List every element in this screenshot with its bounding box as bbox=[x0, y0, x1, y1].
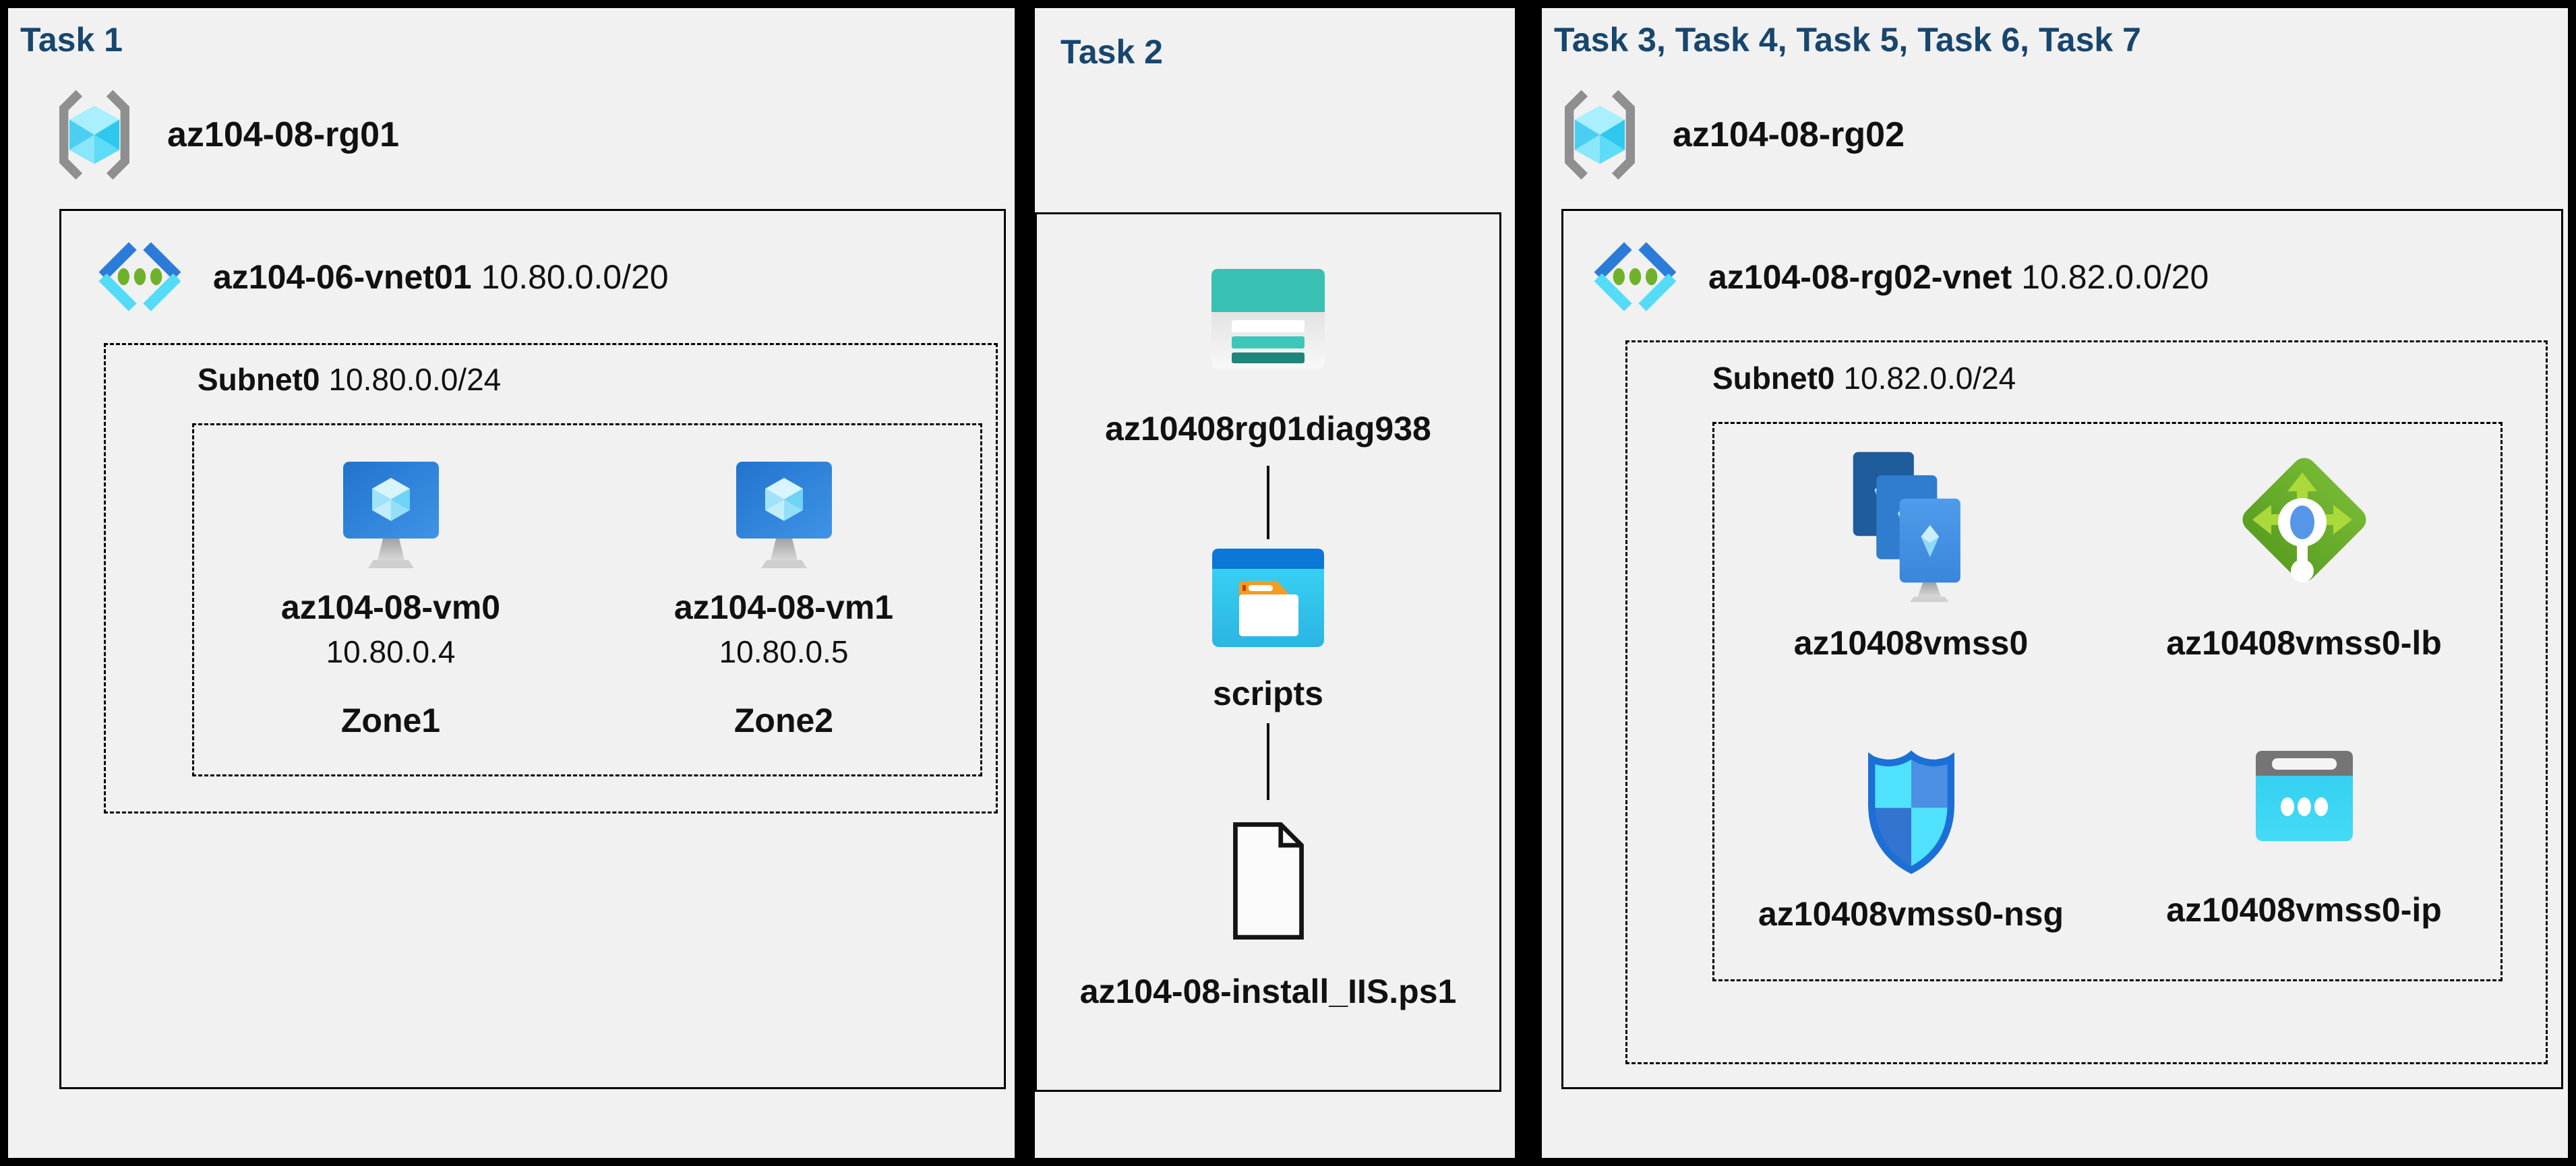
subnet-name: Subnet0 bbox=[198, 362, 320, 397]
public-ip-icon bbox=[2254, 749, 2355, 843]
storage-chain: az10408rg01diag938 scripts az104-08-inst… bbox=[1037, 214, 1499, 1090]
resource-group-label: az104-08-rg02 bbox=[1673, 115, 1905, 154]
vm-zone: Zone2 bbox=[733, 702, 834, 739]
resource-group-label: az104-08-rg01 bbox=[167, 115, 399, 154]
resource-label: az10408vmss0-ip bbox=[2166, 891, 2442, 929]
virtual-network-icon bbox=[91, 241, 189, 313]
load-balancer-icon bbox=[2227, 447, 2382, 594]
resource-item-load-balancer: az10408vmss0-lb bbox=[2107, 424, 2500, 702]
file-icon bbox=[1226, 817, 1311, 945]
storage-box: az10408rg01diag938 scripts az104-08-inst… bbox=[1035, 212, 1501, 1092]
vm-item: az104-08-vm1 10.80.0.5 Zone2 bbox=[587, 425, 980, 774]
panel-title: Task 3, Task 4, Task 5, Task 6, Task 7 bbox=[1554, 21, 2141, 59]
panel-task3-7: Task 3, Task 4, Task 5, Task 6, Task 7 a… bbox=[1542, 8, 2568, 1158]
resource-item-nsg: az10408vmss0-nsg bbox=[1714, 702, 2107, 979]
subnet-cidr: 10.80.0.0/24 bbox=[328, 362, 502, 397]
resource-group-icon bbox=[47, 88, 142, 182]
storage-account-label: az10408rg01diag938 bbox=[1105, 410, 1431, 448]
virtual-machine-icon bbox=[733, 459, 835, 570]
vm-ip: 10.80.0.4 bbox=[326, 634, 456, 669]
vm-zone: Zone1 bbox=[340, 702, 441, 739]
resource-label: az10408vmss0-lb bbox=[2166, 624, 2442, 662]
connector-line bbox=[1267, 723, 1269, 800]
folder-icon bbox=[1211, 547, 1325, 648]
panel-task2: Task 2 az10408rg01diag938 scripts az104-… bbox=[1035, 8, 1515, 1158]
resource-group-row: az104-08-rg02 bbox=[1553, 88, 1905, 182]
vm-name: az104-08-vm1 bbox=[673, 588, 894, 626]
vnet-name: az104-08-rg02-vnet bbox=[1708, 257, 2012, 296]
folder-label: scripts bbox=[1213, 675, 1323, 712]
vm-group-box: az104-08-vm0 10.80.0.4 Zone1 az104-08-vm… bbox=[192, 423, 982, 776]
resource-item-public-ip: az10408vmss0-ip bbox=[2107, 702, 2500, 979]
panel-title: Task 1 bbox=[20, 21, 123, 59]
storage-account-icon bbox=[1210, 268, 1326, 370]
resources-grid: az10408vmss0 az10408vmss0-lb az10408vmss… bbox=[1712, 422, 2503, 981]
vnet-cidr: 10.80.0.0/20 bbox=[481, 257, 669, 296]
network-security-group-icon bbox=[1861, 749, 1962, 881]
resource-item-vmss: az10408vmss0 bbox=[1714, 424, 2107, 702]
connector-line bbox=[1267, 466, 1269, 539]
vnet-cidr: 10.82.0.0/20 bbox=[2021, 257, 2209, 296]
resource-label: az10408vmss0 bbox=[1793, 624, 2029, 662]
subnet-name: Subnet0 bbox=[1712, 361, 1835, 396]
vm-item: az104-08-vm0 10.80.0.4 Zone1 bbox=[194, 425, 587, 774]
vnet-name: az104-06-vnet01 bbox=[213, 257, 472, 296]
resource-label: az10408vmss0-nsg bbox=[1758, 895, 2064, 933]
vm-scale-set-icon bbox=[1845, 447, 1978, 603]
virtual-network-icon bbox=[1586, 241, 1684, 313]
file-label: az104-08-install_IIS.ps1 bbox=[1079, 973, 1457, 1010]
virtual-machine-icon bbox=[340, 459, 442, 570]
vm-name: az104-08-vm0 bbox=[280, 588, 501, 626]
panel-title: Task 2 bbox=[1060, 33, 1163, 71]
resource-group-icon bbox=[1553, 88, 1647, 182]
subnet-cidr: 10.82.0.0/24 bbox=[1843, 361, 2016, 396]
resource-group-row: az104-08-rg01 bbox=[47, 88, 399, 182]
vm-ip: 10.80.0.5 bbox=[719, 634, 849, 669]
